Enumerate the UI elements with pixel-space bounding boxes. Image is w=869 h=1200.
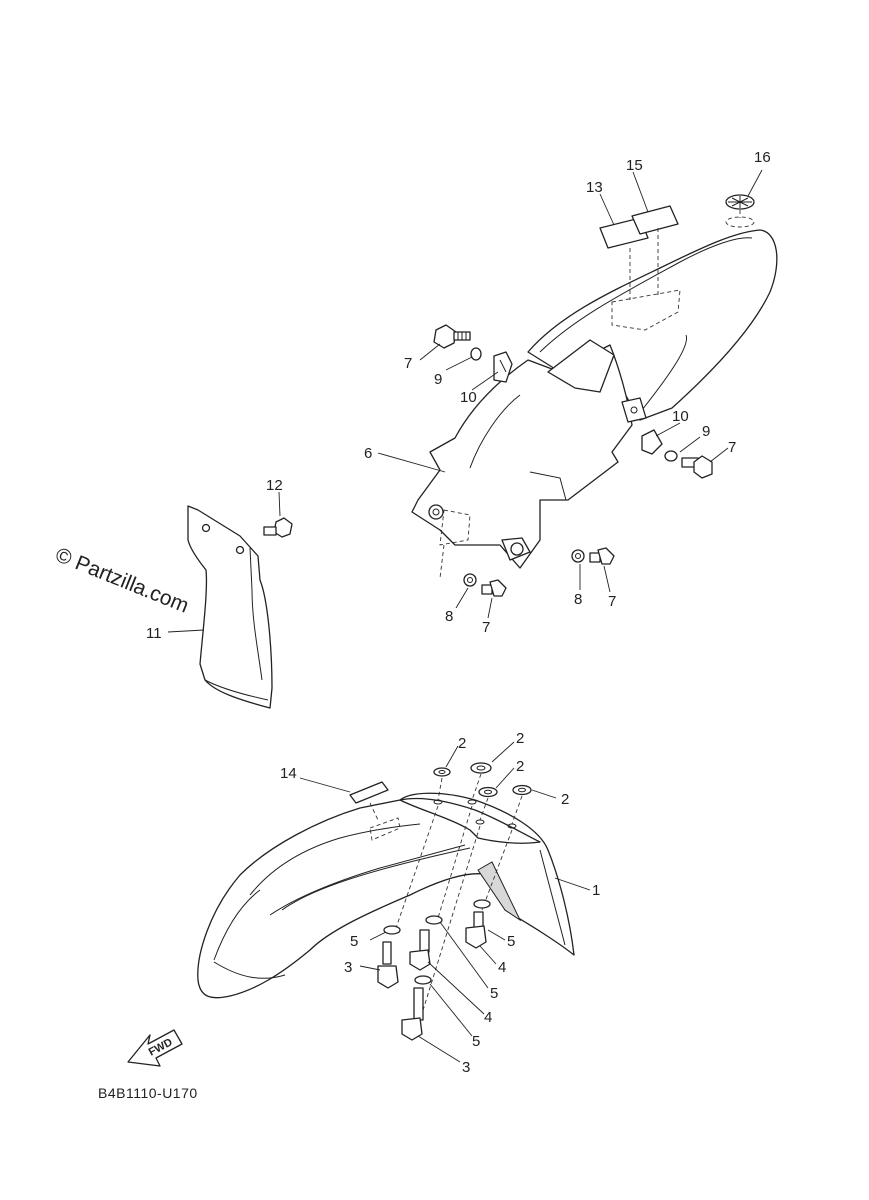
callout-8-right: 8	[574, 591, 582, 608]
bolt-4-upper[interactable]	[409, 929, 431, 971]
bolt-7-right[interactable]	[681, 455, 713, 479]
leader-lines	[167, 169, 763, 1063]
nut-10-right[interactable]	[641, 429, 663, 455]
washer-2-d[interactable]	[512, 784, 532, 796]
diagram-code: B4B1110-U170	[98, 1085, 198, 1101]
callout-15: 15	[626, 157, 643, 174]
collar-8-left[interactable]	[463, 573, 477, 587]
callout-2-b: 2	[516, 730, 524, 747]
washer-5-c[interactable]	[473, 899, 491, 909]
washer-2-c[interactable]	[478, 786, 498, 798]
washer-9-right[interactable]	[664, 450, 678, 462]
bolt-7-lower-left[interactable]	[481, 579, 507, 597]
bolt-3-lower[interactable]	[401, 987, 424, 1041]
bolt-4-right[interactable]	[465, 911, 487, 949]
callout-3-lower: 3	[462, 1059, 470, 1076]
decal-14[interactable]	[349, 781, 401, 841]
bolt-7-lower-right[interactable]	[589, 547, 615, 565]
callout-1: 1	[592, 882, 600, 899]
emblem-16[interactable]	[725, 194, 755, 218]
bolt-12[interactable]	[263, 517, 293, 538]
rear-fender[interactable]	[411, 216, 778, 579]
callout-numbers: 15 13 16 7 9 10 6 10 9 7 8 7 8 7 12 11 1…	[146, 149, 771, 1076]
callout-8-left: 8	[445, 608, 453, 625]
washer-2-b[interactable]	[470, 762, 492, 774]
bolt-7-upper-left[interactable]	[433, 324, 471, 349]
callout-2-a: 2	[458, 735, 466, 752]
callout-2-c: 2	[516, 758, 524, 775]
washer-5-b[interactable]	[425, 915, 443, 925]
callout-7-lower-right: 7	[608, 593, 616, 610]
callout-13: 13	[586, 179, 603, 196]
callout-5-lower: 5	[472, 1033, 480, 1050]
callout-5-mid: 5	[490, 985, 498, 1002]
washer-5-a[interactable]	[383, 925, 401, 935]
mud-flap-11[interactable]	[187, 505, 273, 709]
callout-16: 16	[754, 149, 771, 166]
callout-5-right: 5	[507, 933, 515, 950]
callout-6: 6	[364, 445, 372, 462]
washer-9-upper-left[interactable]	[470, 347, 482, 361]
callout-4-right: 4	[498, 959, 506, 976]
callout-14: 14	[280, 765, 297, 782]
front-fender-1[interactable]	[197, 792, 575, 999]
bolt-3-upper[interactable]	[377, 941, 399, 989]
callout-12: 12	[266, 477, 283, 494]
washer-5-d[interactable]	[414, 975, 432, 985]
washer-2-a[interactable]	[433, 767, 451, 777]
callout-5-left: 5	[350, 933, 358, 950]
callout-11: 11	[146, 625, 162, 642]
watermark: © Partzilla.com	[52, 543, 192, 617]
callout-4-lower: 4	[484, 1009, 492, 1026]
callout-7-upper: 7	[404, 355, 412, 372]
callout-3-upper: 3	[344, 959, 352, 976]
callout-2-d: 2	[561, 791, 569, 808]
callout-10-right: 10	[672, 408, 689, 425]
assembly-lines	[395, 773, 523, 1021]
callout-10-upper: 10	[460, 389, 477, 406]
fwd-arrow-icon	[127, 1029, 183, 1067]
callout-7-lower-left: 7	[482, 619, 490, 636]
collar-8-right[interactable]	[571, 549, 585, 563]
nut-10-upper-left[interactable]	[493, 351, 513, 383]
callout-7-right: 7	[728, 439, 736, 456]
callout-9-right: 9	[702, 423, 710, 440]
decal-15[interactable]	[631, 205, 679, 295]
callout-9-upper: 9	[434, 371, 442, 388]
